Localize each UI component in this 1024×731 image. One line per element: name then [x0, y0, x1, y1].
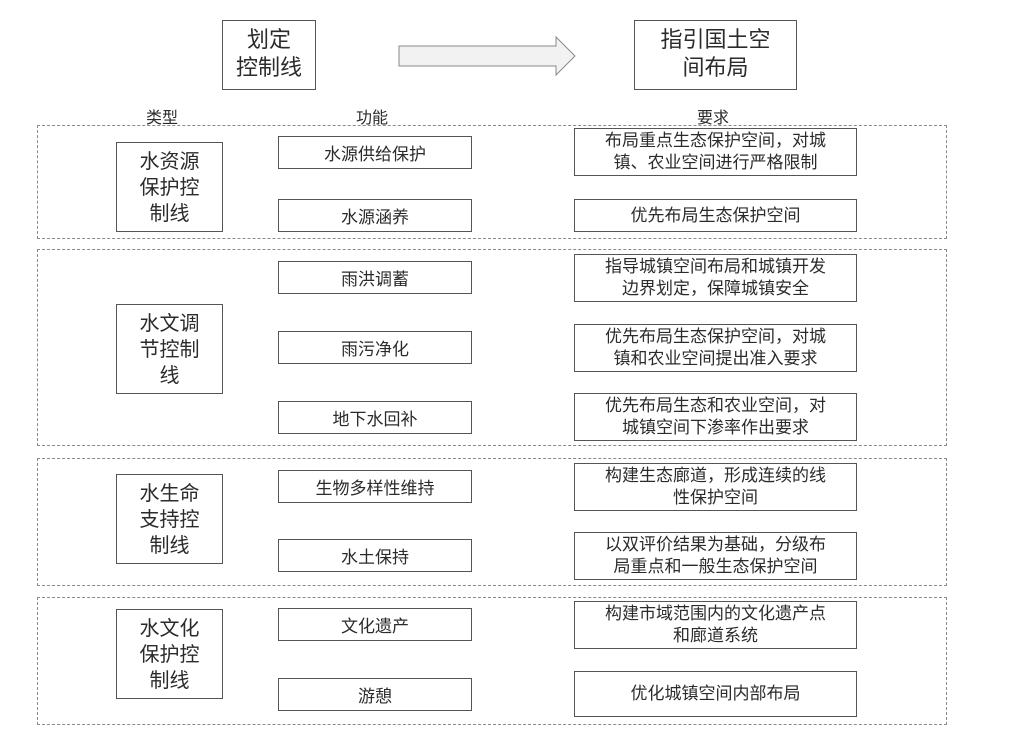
group-hydrology-regulation — [37, 249, 947, 446]
type-line: 水资源 — [139, 149, 200, 173]
requirement-line: 城镇空间下渗率作出要求 — [622, 418, 809, 438]
type-line: 制线 — [149, 533, 190, 557]
requirement-box: 指导城镇空间布局和城镇开发 边界划定，保障城镇安全 — [574, 254, 857, 302]
requirement-line: 优先布局生态保护空间 — [630, 205, 801, 226]
requirement-line: 边界划定，保障城镇安全 — [622, 279, 809, 299]
type-line: 节控制 — [139, 337, 200, 361]
requirement-line: 优先布局生态和农业空间，对 — [605, 396, 826, 416]
requirement-line: 镇和农业空间提出准入要求 — [613, 349, 818, 369]
requirement-box: 以双评价结果为基础，分级布 局重点和一般生态保护空间 — [574, 532, 857, 580]
column-heading-requirement: 要求 — [697, 108, 730, 127]
right-arrow-icon — [398, 36, 576, 76]
function-box: 地下水回补 — [278, 401, 472, 434]
function-box: 水源涵养 — [278, 199, 472, 232]
requirement-box: 布局重点生态保护空间，对城 镇、农业空间进行严格限制 — [574, 128, 857, 176]
requirement-box: 优先布局生态保护空间 — [574, 199, 857, 232]
header-left-line: 控制线 — [235, 56, 302, 81]
header-left-line: 划定 — [246, 28, 291, 53]
function-box: 雨洪调蓄 — [278, 261, 472, 294]
type-line: 支持控 — [139, 507, 200, 531]
group-water-life-support — [37, 458, 947, 586]
requirement-line: 构建市域范围内的文化遗产点 — [605, 604, 826, 624]
function-box: 文化遗产 — [278, 608, 472, 641]
column-heading-function: 功能 — [356, 108, 389, 127]
type-line: 保护控 — [139, 175, 200, 199]
requirement-line: 以双评价结果为基础，分级布 — [605, 535, 826, 555]
requirement-line: 优化城镇空间内部布局 — [630, 684, 801, 704]
function-box: 水土保持 — [278, 539, 472, 572]
type-line: 线 — [159, 363, 180, 387]
type-line: 制线 — [149, 201, 190, 225]
type-box: 水资源 保护控 制线 — [116, 142, 223, 232]
requirement-line: 布局重点生态保护空间，对城 — [605, 131, 826, 151]
requirement-box: 构建市域范围内的文化遗产点 和廊道系统 — [574, 601, 857, 649]
requirement-box: 优先布局生态和农业空间，对 城镇空间下渗率作出要求 — [574, 393, 857, 441]
header-right-line: 指引国土空 — [660, 28, 771, 53]
column-heading-type: 类型 — [146, 108, 179, 127]
requirement-line: 镇、农业空间进行严格限制 — [613, 153, 818, 173]
requirement-line: 局重点和一般生态保护空间 — [613, 557, 818, 577]
type-line: 制线 — [149, 668, 190, 692]
type-line: 水文化 — [139, 616, 200, 640]
function-box: 生物多样性维持 — [278, 470, 472, 503]
type-line: 水生命 — [139, 481, 200, 505]
requirement-box: 优先布局生态保护空间，对城 镇和农业空间提出准入要求 — [574, 324, 857, 372]
function-box: 水源供给保护 — [278, 136, 472, 169]
type-line: 水文调 — [139, 311, 200, 335]
type-box: 水文调 节控制 线 — [116, 304, 223, 394]
group-water-resource — [37, 125, 947, 239]
function-box: 游憩 — [278, 678, 472, 711]
requirement-line: 构建生态廊道，形成连续的线 — [605, 466, 826, 486]
requirement-box: 优化城镇空间内部布局 — [574, 671, 857, 717]
requirement-line: 性保护空间 — [673, 488, 758, 508]
header-right-line: 间布局 — [682, 56, 749, 81]
requirement-line: 和廊道系统 — [673, 626, 758, 646]
group-water-culture — [37, 597, 947, 725]
requirement-box: 构建生态廊道，形成连续的线 性保护空间 — [574, 463, 857, 511]
type-box: 水生命 支持控 制线 — [116, 474, 223, 564]
requirement-line: 优先布局生态保护空间，对城 — [605, 327, 826, 347]
header-left-box: 划定 控制线 — [222, 20, 316, 90]
requirement-line: 指导城镇空间布局和城镇开发 — [605, 257, 826, 277]
header-right-box: 指引国土空 间布局 — [634, 20, 797, 90]
type-box: 水文化 保护控 制线 — [116, 609, 223, 699]
function-box: 雨污净化 — [278, 331, 472, 364]
type-line: 保护控 — [139, 642, 200, 666]
